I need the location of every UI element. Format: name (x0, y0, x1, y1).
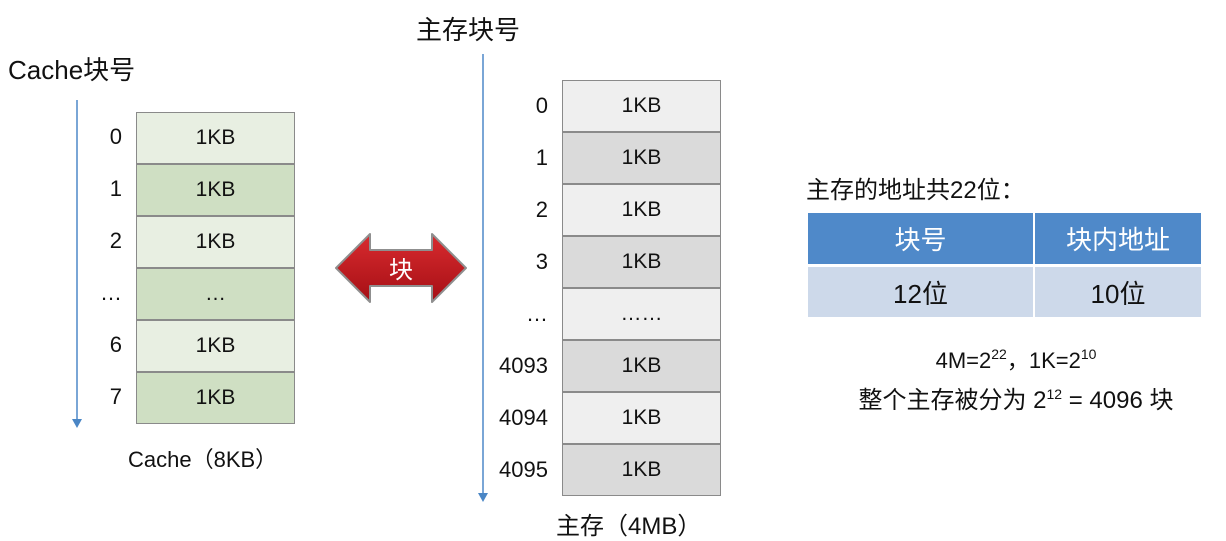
cache-index: … (100, 280, 122, 305)
memory-block: 1KB (562, 340, 721, 392)
cache-block: 1KB (136, 216, 295, 268)
cache-caption: Cache（8KB） (128, 447, 278, 472)
address-col-block-number: 块号 (808, 213, 1033, 264)
cache-index: 2 (109, 228, 122, 253)
memory-block: 1KB (562, 184, 721, 236)
block-count-result: = 4096 块 (1062, 387, 1174, 414)
cache-block: 1KB (136, 320, 295, 372)
address-val-block-number: 12位 (808, 267, 1033, 317)
block-count-text: 整个主存被分为 2 (858, 387, 1047, 414)
cache-axis-label: Cache块号 (8, 55, 136, 85)
memory-index: 0 (535, 93, 548, 118)
cache-axis-arrowhead (72, 419, 82, 428)
size-note-block: ，1K=2 (1006, 348, 1081, 373)
size-note-block-exp: 10 (1080, 346, 1097, 362)
cache-axis-line (76, 100, 78, 420)
memory-index: 4093 (499, 353, 548, 378)
memory-caption: 主存（4MB） (556, 513, 702, 540)
double-arrow-icon (335, 233, 467, 303)
block-count-note: 整个主存被分为 212 = 4096 块 (806, 380, 1226, 415)
memory-axis-arrowhead (478, 493, 488, 502)
arrow-label: 块 (389, 257, 413, 284)
memory-index: 4095 (499, 457, 548, 482)
memory-block: …… (562, 288, 721, 340)
cache-index: 1 (109, 176, 122, 201)
size-note-mem: 4M=2 (935, 348, 992, 373)
memory-block: 1KB (562, 132, 721, 184)
memory-index: 2 (535, 197, 548, 222)
memory-block: 1KB (562, 444, 721, 496)
memory-index: 4094 (499, 405, 548, 430)
memory-axis-line (482, 54, 484, 494)
address-val-offset: 10位 (1035, 267, 1201, 317)
memory-index: 1 (535, 145, 548, 170)
address-heading: 主存的地址共22位： (806, 177, 1025, 204)
size-note-mem-exp: 22 (991, 346, 1007, 362)
cache-index: 7 (109, 384, 122, 409)
memory-block: 1KB (562, 392, 721, 444)
cache-block: … (136, 268, 295, 320)
memory-block: 1KB (562, 236, 721, 288)
block-count-exp: 12 (1046, 386, 1063, 402)
cache-index: 6 (109, 332, 122, 357)
memory-index: 3 (535, 249, 548, 274)
cache-index: 0 (109, 124, 122, 149)
cache-block: 1KB (136, 112, 295, 164)
cache-block: 1KB (136, 372, 295, 424)
address-col-offset: 块内地址 (1035, 213, 1201, 264)
memory-axis-label: 主存块号 (416, 15, 521, 45)
memory-block: 1KB (562, 80, 721, 132)
size-note: 4M=222，1K=210 (806, 343, 1226, 375)
cache-block: 1KB (136, 164, 295, 216)
memory-index: … (526, 301, 548, 326)
